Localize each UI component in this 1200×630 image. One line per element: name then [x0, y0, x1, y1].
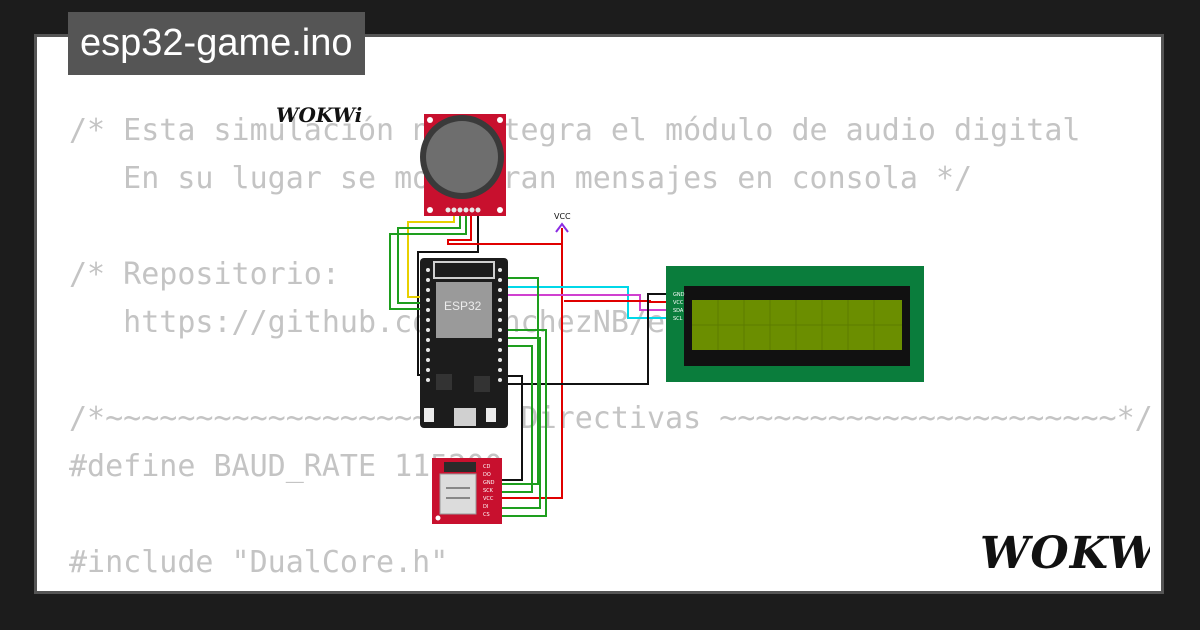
wokwi-logo: WOKWi [980, 528, 1150, 576]
vcc-label: VCC [554, 212, 571, 221]
lcd-pin-gnd: GND [673, 292, 685, 298]
wire-sd-4 [496, 345, 533, 493]
wire-sd-gnd [496, 375, 523, 481]
lcd-pin-vcc: VCC [673, 300, 684, 306]
esp32-board[interactable]: ESP32 [420, 258, 508, 428]
lcd-pin-scl: SCL [673, 316, 683, 322]
code-line: #include "DualCore.h" [69, 545, 449, 580]
code-line: En su lugar se mostraran mensajes en con… [69, 161, 973, 196]
sd-pin-sck: SCK [483, 488, 494, 494]
wire-sd-3 [496, 337, 541, 509]
joystick-module[interactable] [420, 114, 506, 216]
lcd-pin-sda: SDA [673, 308, 684, 314]
wire-joystick-vert [407, 212, 455, 298]
wire-lcd-gnd [504, 293, 670, 385]
esp32-chip-label: ESP32 [444, 299, 482, 313]
sd-pin-vcc: VCC [483, 496, 494, 502]
file-tab-title[interactable]: esp32-game.ino [68, 12, 365, 75]
wire-vcc-arrow [555, 222, 569, 233]
wire-lcd-vcc [564, 300, 670, 303]
code-line: /*~~~~~~~~~~~~~~~~~~~~~~ Directivas ~~~~… [69, 401, 1153, 436]
preview-card: /* Esta simulación no integra el módulo … [34, 34, 1164, 594]
sd-pin-cs: CS [483, 512, 490, 518]
wokwi-logo-text: WOKWi [980, 528, 1150, 576]
sd-pin-cd: CD [483, 464, 490, 470]
wire-sd-1 [496, 277, 539, 485]
code-line: /* Repositorio: [69, 257, 340, 292]
sd-pin-do: DO [483, 472, 491, 478]
lcd-module[interactable]: GND VCC SDA SCL [666, 266, 924, 382]
sd-pin-gnd: GND [483, 480, 495, 486]
wire-joystick-horz [397, 212, 461, 304]
joystick-logo: WOKWi [276, 103, 362, 127]
wire-joystick-sel [389, 212, 467, 310]
wire-lcd-sda [504, 294, 670, 311]
sd-card-module[interactable]: CD DO GND SCK VCC DI CS [432, 458, 502, 524]
sd-pin-di: DI [483, 504, 488, 510]
wire-vcc-down [496, 228, 563, 499]
code-line: /* Esta simulación no integra el módulo … [69, 113, 1081, 148]
wire-lcd-scl [504, 286, 670, 319]
wire-sd-2 [496, 329, 547, 517]
code-line: #define BAUD_RATE 115200 [69, 449, 503, 484]
